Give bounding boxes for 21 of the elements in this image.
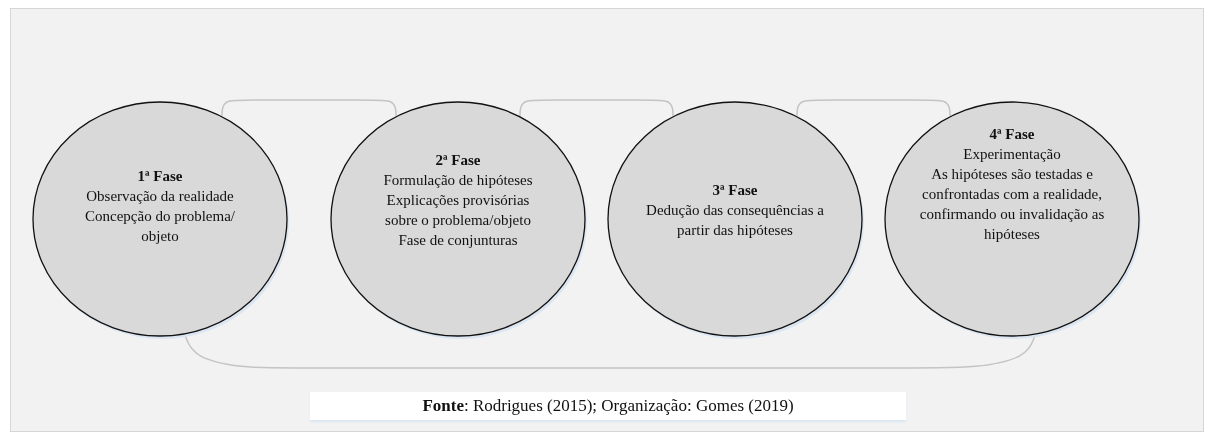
- phase-circle: [330, 101, 586, 337]
- phase-description: As hipóteses são testadas e confrontadas com a realidade, confirmando ou invalidação as hipóteses: [918, 165, 1106, 244]
- phase-description: Formulação de hipóteses: [382, 171, 534, 190]
- phase-description: Fase de conjunturas: [397, 231, 519, 250]
- phase-heading: 4ª Fase: [988, 125, 1036, 144]
- phase-circle: [884, 101, 1140, 337]
- phase-description: Explicações provisórias sobre o problema/objeto: [384, 191, 532, 230]
- phase-description: Experimentação: [962, 145, 1062, 164]
- connector-line: [519, 99, 674, 117]
- connector-line: [221, 99, 397, 117]
- phase-description: Dedução das consequências a partir das hipóteses: [645, 201, 825, 240]
- phase-circle: [32, 101, 288, 337]
- phase-description: Concepção do problema/ objeto: [84, 207, 236, 246]
- connector-line: [184, 334, 1036, 369]
- phase-circle: [607, 101, 863, 337]
- source-caption: Fonte: Rodrigues (2015); Organização: Gomes (2019): [310, 392, 906, 420]
- connector-line: [796, 99, 951, 117]
- phase-heading: 2ª Fase: [434, 151, 482, 170]
- phase-description: Observação da realidade: [85, 187, 235, 206]
- phase-heading: 3ª Fase: [711, 181, 759, 200]
- phase-heading: 1ª Fase: [136, 167, 184, 186]
